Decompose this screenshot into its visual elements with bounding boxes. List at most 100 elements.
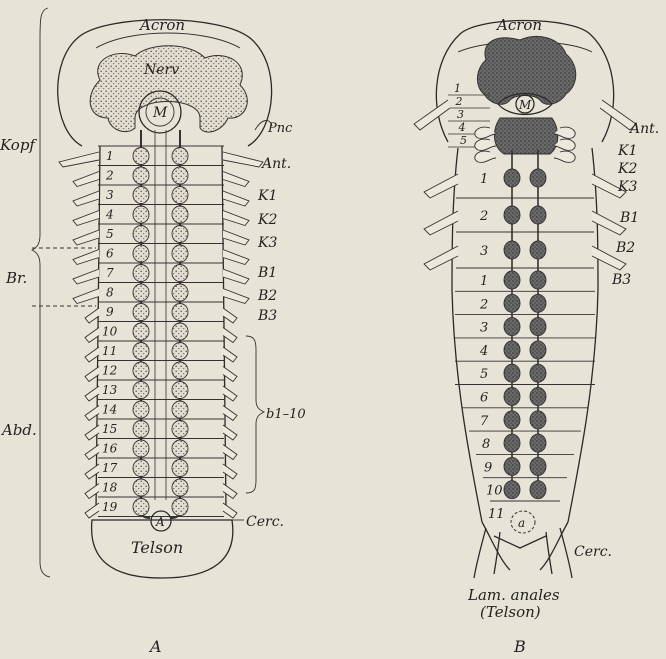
ganglion-b xyxy=(530,318,546,336)
b3-label-a: B3 xyxy=(257,308,277,324)
ganglion-b xyxy=(504,271,520,289)
ganglion-chain-b xyxy=(504,150,546,499)
ganglion-b xyxy=(504,241,520,259)
segment-number-a: 1 xyxy=(106,149,114,163)
abdomen-segment-number-b: 1 xyxy=(480,274,488,289)
body-outline-b xyxy=(452,148,598,522)
ganglion-b xyxy=(504,318,520,336)
head-segment-number-b: 2 xyxy=(455,95,463,108)
lam-anales-label: Lam. anales xyxy=(467,586,560,604)
appendage-left-a xyxy=(73,191,99,206)
b1-label-b: B1 xyxy=(619,210,639,226)
appendage-right-a xyxy=(223,269,249,284)
segment-number-a: 6 xyxy=(106,247,114,261)
ganglion-a xyxy=(172,382,188,399)
mouth-label-b: M xyxy=(518,98,532,112)
ganglion-a xyxy=(172,343,188,360)
ganglion-b xyxy=(530,457,546,475)
segment-number-a: 18 xyxy=(102,481,118,495)
abdomen-segment-number-b: 4 xyxy=(479,344,488,359)
ganglion-b xyxy=(504,169,520,187)
ganglion-a xyxy=(172,460,188,477)
segment-number-a: 14 xyxy=(102,403,117,417)
appendage-right-a xyxy=(223,347,237,362)
ganglion-b xyxy=(530,294,546,312)
mouthpart-left-b xyxy=(475,127,496,138)
mouthpart-right-b xyxy=(554,151,575,162)
thorax-segment-number-b: 1 xyxy=(480,172,488,187)
appendage-left-a xyxy=(73,269,99,284)
segment-number-a: 8 xyxy=(106,286,114,300)
leg-left-b xyxy=(424,174,458,198)
k1-label-b: K1 xyxy=(617,143,637,159)
figure-b: 123451231234567891011 Acron M a Lam. ana… xyxy=(414,16,659,656)
ganglion-a xyxy=(172,440,188,457)
leg-left-b xyxy=(424,246,458,270)
telson-label-a: Telson xyxy=(131,538,183,557)
ganglion-b xyxy=(504,457,520,475)
b1-label-a: B1 xyxy=(257,265,277,281)
ganglion-b xyxy=(530,206,546,224)
left-brace xyxy=(32,8,50,577)
abdomen-segment-number-b: 8 xyxy=(482,437,490,452)
appendage-right-a xyxy=(223,308,237,323)
abdomen-segment-number-b: 2 xyxy=(479,297,488,312)
ganglion-a xyxy=(133,284,149,301)
mouth-label-a: M xyxy=(152,105,168,121)
region-abd-label: Abd. xyxy=(0,421,37,439)
segment-number-a: 19 xyxy=(102,500,118,514)
segment-number-a: 5 xyxy=(106,227,114,241)
caption-b: B xyxy=(513,637,526,656)
ganglion-a xyxy=(172,304,188,321)
appendage-left-a xyxy=(73,230,99,245)
ganglion-b xyxy=(504,294,520,312)
abdomen-segment-number-b: 5 xyxy=(480,367,488,382)
ganglion-a xyxy=(172,323,188,340)
appendage-right-a xyxy=(223,152,263,167)
mouthpart-left-b xyxy=(475,151,496,162)
ganglion-a xyxy=(133,148,149,165)
segment-number-a: 9 xyxy=(106,305,114,319)
segment-number-a: 4 xyxy=(105,208,114,222)
appendage-left-a xyxy=(73,172,99,187)
ganglion-a xyxy=(133,187,149,204)
ganglion-a xyxy=(133,167,149,184)
head-segment-number-b: 3 xyxy=(457,108,464,121)
k1-label-a: K1 xyxy=(257,188,277,204)
acron-label-a: Acron xyxy=(138,16,185,34)
abdomen-segment-number-b: 3 xyxy=(480,321,488,336)
ganglion-a xyxy=(172,421,188,438)
ganglion-b xyxy=(530,169,546,187)
b1-10-label-a: b1–10 xyxy=(266,407,306,422)
ganglion-a xyxy=(172,499,188,516)
anus-label-b: a xyxy=(518,516,525,530)
antenna-left-b xyxy=(414,100,450,130)
appendage-right-a xyxy=(223,172,249,187)
ganglion-a xyxy=(133,460,149,477)
ganglion-a xyxy=(172,479,188,496)
ganglion-a xyxy=(172,265,188,282)
ganglion-b xyxy=(504,481,520,499)
ganglion-b xyxy=(530,241,546,259)
head-segment-number-b: 4 xyxy=(458,121,466,134)
ganglion-a xyxy=(133,226,149,243)
appendage-right-a xyxy=(223,289,249,304)
segment-number-a: 3 xyxy=(106,188,114,202)
appendage-right-a xyxy=(223,503,237,518)
ganglion-a xyxy=(133,499,149,516)
segment-number-a: 7 xyxy=(106,266,114,280)
appendage-left-a xyxy=(59,152,99,167)
ganglion-a xyxy=(133,304,149,321)
telson-label-b: (Telson) xyxy=(480,603,541,621)
b3-label-b: B3 xyxy=(611,272,631,288)
ganglion-b xyxy=(530,271,546,289)
handwritten-note-a: Pnc xyxy=(267,121,293,136)
appendage-right-a xyxy=(223,328,237,343)
segment-number-a: 2 xyxy=(105,169,114,183)
cerc-label-b: Cerc. xyxy=(574,544,612,560)
appendage-right-a xyxy=(223,250,249,265)
segment-number-a: 10 xyxy=(102,325,118,339)
ganglion-b xyxy=(530,341,546,359)
